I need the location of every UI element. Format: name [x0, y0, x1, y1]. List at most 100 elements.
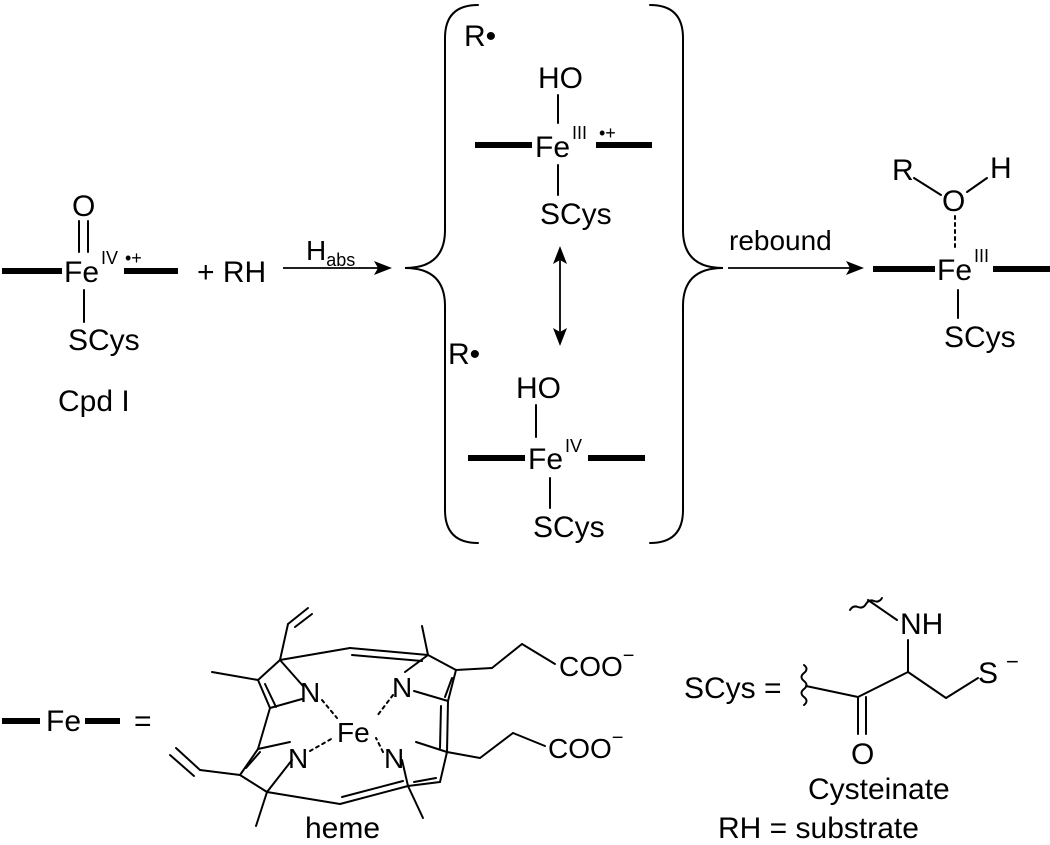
methyl-lower-left [255, 791, 268, 827]
pyrrole-ul-bond [257, 679, 271, 709]
product-o-label: O [942, 185, 965, 218]
meso-bridge-bottom-double [341, 780, 404, 798]
heme-legend: Fe = [2, 607, 634, 845]
pyrrole-upper-left [257, 659, 304, 709]
intermediate-top-oxidation: III [572, 123, 587, 143]
propionate-upper-bond [491, 643, 523, 669]
heme-n-upper-right: N [392, 672, 412, 703]
wavy-bond-top [849, 597, 883, 611]
intermediate-top-hydroxo: HO [538, 62, 583, 95]
fe-n-coordination [375, 737, 384, 753]
fe-n-coordination [376, 694, 394, 717]
pyrrole-lower-right [401, 741, 448, 787]
resonance-arrow-head-top [553, 246, 567, 264]
scys-n-wavy-bond [867, 599, 898, 621]
scys-nh-label: NH [900, 608, 943, 641]
fe-n-coordination [321, 699, 338, 719]
left-brace [404, 4, 479, 544]
pyrrole-lr-inner-double [413, 777, 437, 783]
methyl-upper-left [211, 671, 259, 681]
rebound-label: rebound [729, 225, 832, 256]
scys-c-alpha-carbonyl-bond [805, 685, 859, 698]
substrate-footnote: RH = substrate [718, 812, 919, 845]
vinyl-top-bond [287, 607, 309, 625]
fe-n-coordination [309, 737, 334, 752]
pyrrole-lr-bond [401, 759, 409, 787]
heme-n-lower-right: N [384, 743, 404, 774]
meso-bridge-top [279, 647, 351, 661]
vinyl-bottom-double [169, 754, 195, 777]
pyrrole-ul-bond [257, 659, 281, 681]
intermediate-top-radical: R• [464, 20, 496, 53]
product-r-o-bond [913, 177, 942, 196]
product-h-label: H [990, 152, 1012, 185]
intermediate-bottom-metal: Fe [528, 443, 563, 476]
meso-bridge-right-double [439, 705, 442, 749]
substrate-addition: + RH [197, 256, 266, 289]
right-brace [649, 4, 724, 544]
intermediate-bottom-ligand: SCys [533, 511, 605, 544]
pyrrole-ul-bond [279, 659, 304, 687]
pyrrole-ul-inner-double [264, 683, 277, 708]
pyrrole-lr-bond [439, 751, 448, 783]
intermediate-bottom-oxidation: IV [565, 436, 582, 456]
intermediate-top-ligand: SCys [540, 198, 612, 231]
methyl-upper-right [421, 625, 429, 656]
meso-bridge-right [446, 700, 449, 753]
cpd-i-metal-label: Fe [64, 256, 99, 289]
pyrrole-ll-bond [257, 741, 291, 750]
rebound-arrow: rebound [728, 225, 864, 275]
propionate-lower-bond [446, 751, 481, 759]
rebound-arrow-head [846, 261, 864, 275]
vinyl-bottom-bond [199, 769, 241, 776]
cpd-i-structure: O Fe IV •+ SCys Cpd I [2, 190, 178, 418]
heme-structure: N N N N Fe COO− [169, 607, 634, 827]
scys-cbeta-s-bond [945, 677, 979, 699]
carboxylate-upper-label: COO− [559, 645, 634, 682]
meso-bridge-bottom [339, 785, 409, 805]
product-r-label: R [892, 154, 914, 187]
propionate-lower-bond [512, 732, 546, 747]
cpd-i-ligand-label: SCys [68, 324, 140, 357]
vinyl-top-double [294, 613, 313, 628]
product-structure: R O H Fe III SCys [873, 152, 1050, 354]
methyl-lower-right [407, 785, 424, 819]
scys-s-label: S− [978, 649, 1019, 690]
intermediate-top-radical-cation: •+ [599, 123, 616, 143]
pyrrole-ur-bond [427, 654, 457, 671]
propionate-upper-bond [455, 667, 493, 671]
vinyl-top-bond [279, 623, 289, 661]
pyrrole-ll-inner-double [245, 751, 261, 769]
pyrrole-lower-left [239, 741, 293, 793]
cpd-i-name: Cpd I [58, 385, 130, 418]
intermediate-top-metal: Fe [535, 131, 570, 164]
product-metal: Fe [937, 254, 972, 287]
pyrrole-lr-bond [407, 781, 441, 787]
carboxylate-lower-label: COO− [548, 727, 623, 764]
meso-bridge-top-double [351, 654, 423, 662]
pyrrole-ll-bond [266, 759, 293, 793]
product-o-h-bond [966, 177, 988, 193]
meso-bridge-top [349, 647, 429, 656]
heme-center-metal: Fe [337, 717, 370, 748]
cpd-i-oxidation-state: IV [101, 248, 118, 268]
heme-name: heme [305, 812, 380, 845]
pyrrole-upper-right [404, 654, 457, 702]
h-abstraction-arrow: Habs [283, 235, 392, 275]
pyrrole-ur-inner-double [444, 677, 453, 698]
pyrrole-ll-bond [239, 748, 259, 776]
h-abstraction-label: Habs [306, 235, 355, 270]
intermediate-bottom-radical: R• [448, 338, 480, 371]
wavy-bond-left [800, 664, 808, 706]
pyrrole-ll-bond [239, 774, 268, 793]
meso-bridge-bottom [266, 791, 341, 805]
pyrrole-ur-bond [447, 669, 457, 702]
cpd-i-oxo-label: O [72, 190, 95, 223]
intermediate-bottom-hydroxo: HO [516, 372, 561, 405]
product-ligand: SCys [944, 321, 1016, 354]
scys-calpha-cbeta-bond [907, 671, 947, 699]
h-abstraction-arrow-head [374, 261, 392, 275]
heme-legend-equals: = [134, 705, 152, 738]
cpd-i-radical-cation: •+ [125, 248, 142, 268]
